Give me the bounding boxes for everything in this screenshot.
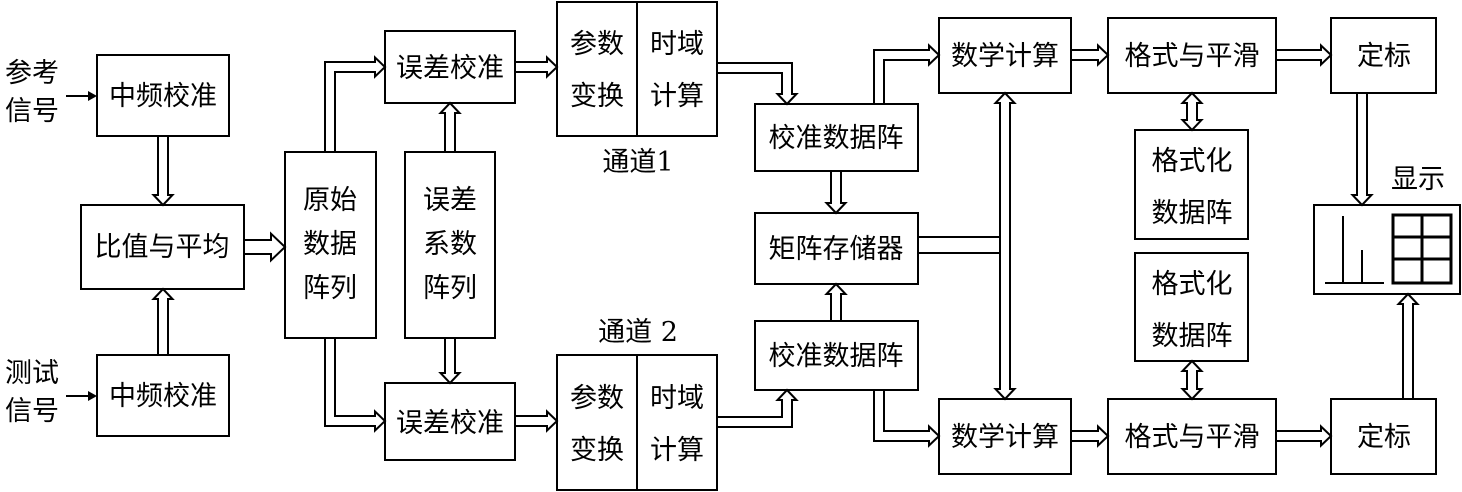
raw-array-label-2: 数据	[303, 229, 357, 260]
arrow-errcal-bottom-to-param	[514, 409, 559, 433]
display-box	[1313, 204, 1461, 295]
display-table-icon	[1391, 213, 1453, 285]
arrow-math-bottom-to-fmt	[1070, 424, 1110, 448]
fmt-data-top-label-1: 格式化	[1152, 146, 1233, 177]
param-top-label-2: 变换	[570, 81, 624, 112]
param-top-label-1: 参数	[570, 29, 624, 60]
fmt-smooth-top-box	[1107, 17, 1277, 94]
time-bottom-label-2: 计算	[650, 435, 704, 466]
arrow-fmt-top-fmtdata-double	[1180, 91, 1204, 132]
fmt-data-top-label-2: 数据阵	[1152, 198, 1233, 229]
channel-1-label: 通道1	[602, 147, 673, 178]
scale-top-label: 定标	[1357, 41, 1411, 72]
err-coef-label-2: 系数	[423, 229, 477, 260]
param-bottom-label-2: 变换	[570, 435, 624, 466]
param-bottom-label-1: 参数	[570, 383, 624, 414]
labels: 参考 信号 测试 信号 中频校准 中频校准 比值与平均 原始 数据 阵列 误差 …	[5, 29, 1445, 466]
err-cal-top-label: 误差校准	[396, 53, 504, 84]
ratio-avg-label: 比值与平均	[95, 232, 230, 263]
raw-array-label-3: 阵列	[303, 273, 357, 304]
fmt-data-bottom-label-1: 格式化	[1152, 269, 1233, 300]
ref-signal-label-2: 信号	[5, 96, 59, 127]
arrow-time-bottom-to-caldata	[716, 388, 799, 428]
channel-2-label: 通道 2	[598, 317, 678, 348]
arrow-fmt-bottom-fmtdata-double	[1180, 359, 1204, 401]
err-cal-bottom-label: 误差校准	[396, 408, 504, 439]
if-cal-bottom-label: 中频校准	[109, 381, 217, 412]
scale-top-box	[1330, 17, 1437, 94]
arrow-caldata-top-to-math	[873, 43, 941, 105]
fmt-smooth-top-label: 格式与平滑	[1125, 41, 1260, 72]
matrix-memory-label: 矩阵存储器	[769, 234, 904, 265]
arrow-fmt-bottom-to-scale	[1275, 424, 1333, 448]
arrow-errcoef-to-errcal-top	[438, 101, 462, 153]
test-signal-label-2: 信号	[5, 396, 59, 427]
arrow-scale-bottom-to-display	[1396, 292, 1420, 400]
math-calc-bottom-box	[938, 398, 1072, 475]
cal-data-bottom-label: 校准数据阵	[769, 341, 904, 372]
arrow-time-top-to-caldata	[716, 62, 799, 106]
connectors	[66, 91, 97, 401]
raw-array-box	[284, 151, 377, 339]
arrow-fmt-top-to-scale	[1275, 43, 1333, 67]
if-cal-top-box	[96, 54, 230, 137]
arrows	[151, 43, 1420, 448]
err-coef-label-3: 阵列	[423, 273, 477, 304]
arrow-errcal-top-to-param	[514, 55, 559, 79]
display-label: 显示	[1391, 164, 1445, 195]
arrow-math-top-to-fmt	[1070, 43, 1110, 67]
arrow-ifcal-top-to-ratio	[151, 135, 175, 207]
time-top-label-2: 计算	[650, 81, 704, 112]
raw-array-label-1: 原始	[303, 185, 357, 216]
arrow-caldata-bottom-to-memory	[824, 282, 848, 322]
math-calc-bottom-label: 数学计算	[951, 422, 1059, 453]
arrow-caldata-bottom-to-math	[873, 389, 941, 448]
arrow-math-top-bottom-double	[993, 91, 1017, 401]
arrow-errcoef-to-errcal-bottom	[438, 337, 462, 385]
arrow-ifcal-bottom-to-ratio	[151, 287, 175, 356]
arrow-raw-to-errcal-bottom	[324, 337, 387, 433]
if-cal-bottom-box	[96, 354, 230, 437]
arrow-scale-top-to-display	[1350, 92, 1374, 207]
arrow-caldata-top-to-memory	[824, 170, 848, 215]
err-cal-bottom-box	[384, 382, 516, 461]
ref-signal-label-1: 参考	[5, 58, 59, 89]
fmt-smooth-bottom-label: 格式与平滑	[1125, 422, 1260, 453]
fmt-data-bottom-label-2: 数据阵	[1152, 321, 1233, 352]
time-top-label-1: 时域	[650, 29, 704, 60]
memory-to-math-link	[918, 236, 1000, 254]
cal-data-top-label: 校准数据阵	[769, 123, 904, 154]
cal-data-bottom-box	[754, 320, 919, 391]
arrow-raw-to-errcal-top	[324, 55, 387, 153]
math-calc-top-label: 数学计算	[951, 41, 1059, 72]
scale-bottom-label: 定标	[1357, 422, 1411, 453]
matrix-memory-box	[754, 212, 919, 285]
fmt-data-top-box	[1134, 129, 1249, 240]
arrow-ratio-to-raw	[243, 231, 287, 263]
if-cal-top-label: 中频校准	[109, 81, 217, 112]
err-coef-label-1: 误差	[423, 185, 477, 216]
display-spectrum-icon	[1325, 216, 1384, 284]
time-bottom-label-1: 时域	[650, 383, 704, 414]
fmt-data-bottom-box	[1134, 252, 1249, 362]
test-signal-label-1: 测试	[5, 358, 59, 389]
